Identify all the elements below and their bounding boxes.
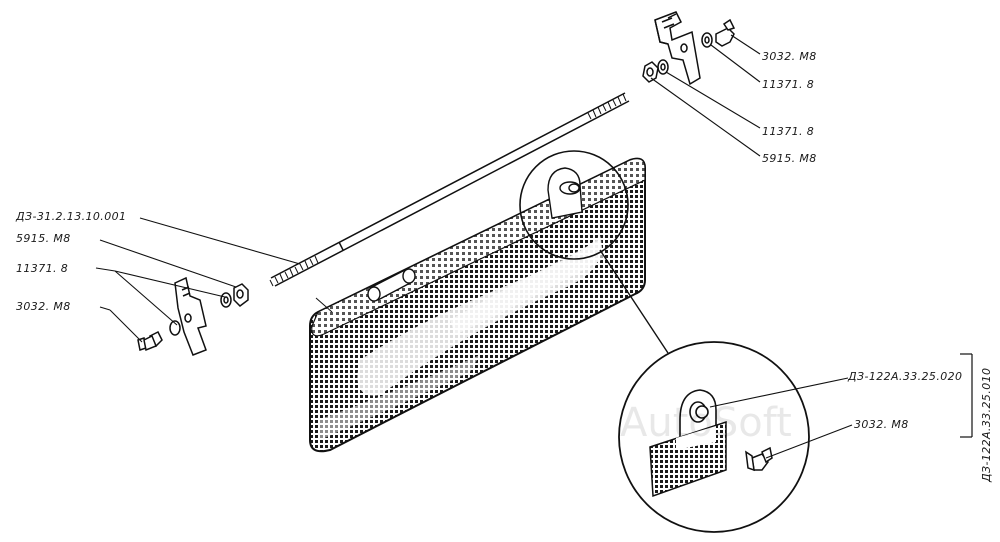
label-top-nut: 3032. M8 [762,50,817,63]
left-bracket [174,276,207,356]
label-detail-bracket: ДЗ-122А.33.25.020 [848,370,963,383]
label-top-washer-2: 11371. 8 [762,125,815,138]
label-left-nut: 5915. M8 [16,232,71,245]
detail-circle-large [618,341,810,533]
top-hardware [642,18,736,83]
label-left-washer: 11371. 8 [16,262,69,275]
threaded-rod [269,92,630,287]
label-detail-wingnut: 3032. M8 [854,418,909,431]
label-assembly: ДЗ-122А.33.25.010 [980,367,993,482]
detail-circle-small [519,150,629,260]
leader-circle-connector [599,249,669,354]
watermark: AutoSoft [620,400,792,446]
leader-lines [95,34,853,459]
label-left-wingnut: 3032. M8 [16,300,71,313]
left-hardware [137,283,249,352]
label-top-nut-2: 5915. M8 [762,152,817,165]
assembly-bracket [960,353,973,438]
sun-visor [309,157,646,453]
label-rod: ДЗ-31.2.13.10.001 [16,210,127,223]
top-bracket [654,11,701,86]
label-top-washer: 11371. 8 [762,78,815,91]
